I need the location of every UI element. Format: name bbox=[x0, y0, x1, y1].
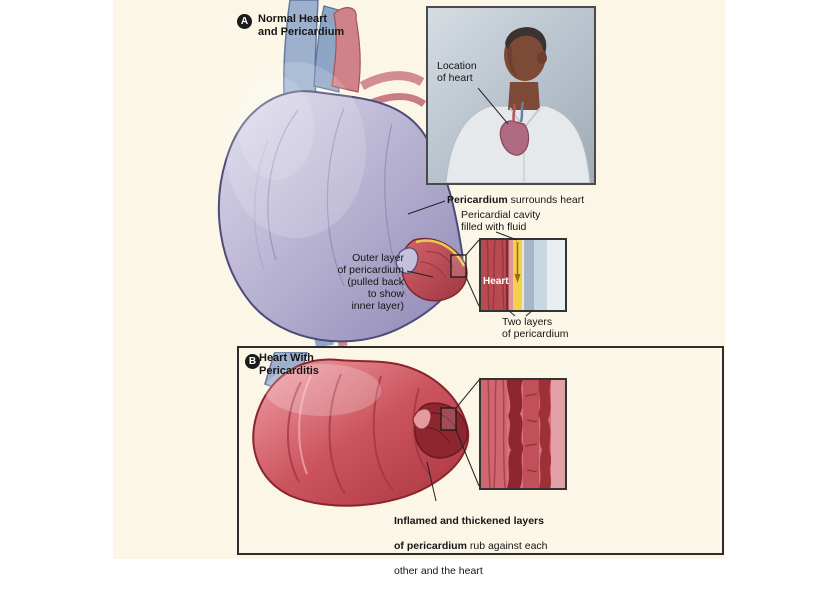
thickened-outer-layer-band bbox=[538, 380, 552, 488]
outer-layer-label: Outer layer of pericardium (pulled back … bbox=[337, 252, 404, 312]
pericardium-sac bbox=[217, 62, 464, 343]
pericardium-layers-zoom-inset bbox=[479, 238, 567, 312]
chest-heart-vessel-blue bbox=[519, 101, 525, 123]
panel-a-title: Normal Heart and Pericardium bbox=[258, 13, 345, 38]
ear bbox=[537, 52, 547, 64]
pericardial-cavity-label: Pericardial cavity filled with fluid bbox=[461, 209, 541, 233]
inner-pericardium-layer-band bbox=[506, 240, 509, 310]
pericarditis-caption: Inflamed and thickened layers of pericar… bbox=[394, 502, 548, 590]
outer-pericardium-layer-band bbox=[524, 240, 534, 310]
face-shading bbox=[507, 46, 518, 78]
pericardium-label-rest: surrounds heart bbox=[507, 194, 585, 206]
two-layers-label: Two layers of pericardium bbox=[502, 316, 569, 340]
neck bbox=[508, 82, 540, 110]
chest-heart-vessel-red bbox=[512, 103, 516, 123]
outer-tissue-band bbox=[551, 380, 565, 488]
pericarditis-layers-zoom-inset bbox=[479, 378, 567, 490]
inflamed-cavity-band bbox=[523, 380, 539, 488]
inset-leader-line bbox=[477, 87, 509, 125]
inflamed-flap bbox=[412, 408, 432, 430]
inflamed-layer-bands bbox=[481, 380, 565, 488]
hair bbox=[505, 27, 547, 52]
chest-heart bbox=[499, 120, 530, 156]
caption-bold-line1: Inflamed and thickened layers bbox=[394, 514, 544, 527]
folded-pericardium-flap bbox=[395, 247, 419, 274]
fluid-arrow bbox=[514, 242, 521, 283]
outer-tissue-band bbox=[534, 240, 547, 310]
caption-rest-line2: rub against each bbox=[466, 539, 548, 552]
panel-b-title: Heart With Pericarditis bbox=[259, 352, 319, 377]
sheen-highlight bbox=[265, 364, 381, 416]
medical-figure-page: { "figure": { "kind": "medical illustrat… bbox=[113, 0, 725, 577]
pericardium-label: Pericardium surrounds heart bbox=[447, 194, 584, 206]
inflamed-heart-body bbox=[252, 358, 470, 507]
pulmonary-branch-vessel bbox=[359, 71, 425, 90]
layer-divider bbox=[522, 240, 524, 310]
panel-a-badge: A bbox=[237, 14, 252, 29]
sheen-streak bbox=[298, 375, 312, 475]
pericardium-label-bold: Pericardium bbox=[447, 194, 508, 206]
visceral-layer-band bbox=[508, 240, 513, 310]
location-of-heart-label: Location of heart bbox=[437, 60, 477, 84]
location-of-heart-inset: Location of heart bbox=[426, 6, 596, 185]
heart-label: Heart bbox=[483, 276, 509, 287]
heart-muscle-band bbox=[481, 380, 507, 488]
aorta-vessel bbox=[331, 7, 361, 93]
thickened-inner-layer-band bbox=[506, 380, 524, 488]
head bbox=[504, 29, 546, 81]
sheen-highlight bbox=[226, 62, 366, 238]
inflamed-streaks bbox=[286, 373, 432, 495]
normal-heart-illustration bbox=[217, 0, 468, 346]
caption-line3: other and the heart bbox=[394, 564, 483, 577]
caption-bold-line2: of pericardium bbox=[394, 539, 467, 552]
panel-b-badge: B bbox=[245, 354, 260, 369]
human-figure-illustration bbox=[445, 27, 591, 183]
pericardium-surface-veins bbox=[254, 107, 407, 297]
pericardium-cutaway bbox=[395, 237, 468, 302]
pericardium-layer-bands bbox=[481, 240, 565, 310]
background-band bbox=[547, 240, 565, 310]
sheen-highlight bbox=[238, 76, 314, 180]
